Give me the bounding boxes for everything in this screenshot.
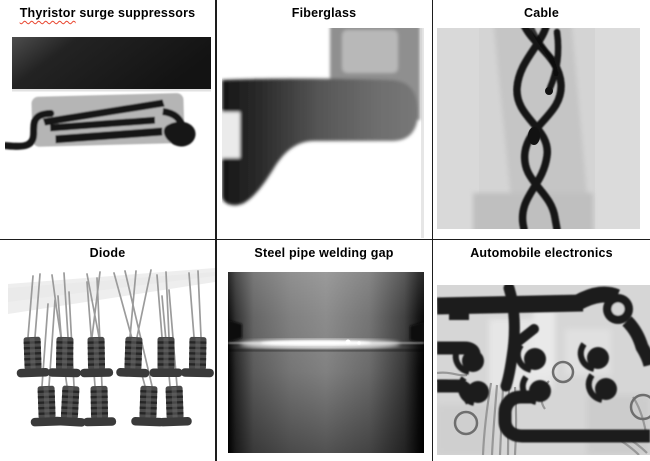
diode-xray-graphic xyxy=(8,268,215,429)
panel-title-thyristor-rest: surge suppressors xyxy=(75,6,196,20)
xray-image-thyristor xyxy=(5,35,211,160)
column-divider-1 xyxy=(215,0,217,461)
xray-image-automobile xyxy=(437,285,650,455)
panel-title-fiberglass: Fiberglass xyxy=(291,6,357,20)
panel-title-cable: Cable xyxy=(523,6,560,20)
panel-title-thyristor: Thyristor surge suppressors xyxy=(0,5,215,21)
xray-image-steel-pipe xyxy=(228,272,424,453)
fiberglass-xray-graphic xyxy=(222,28,424,238)
panel-title-diode: Diode xyxy=(89,246,126,260)
cable-xray-graphic xyxy=(437,28,640,229)
steel-pipe-xray-graphic xyxy=(228,272,424,453)
row-divider xyxy=(0,238,650,240)
panel-title-automobile: Automobile electronics xyxy=(470,246,613,260)
column-divider-2 xyxy=(431,0,433,461)
automobile-xray-graphic xyxy=(437,285,650,455)
spellcheck-flagged-word: Thyristor xyxy=(19,6,76,20)
thyristor-xray-graphic xyxy=(5,37,211,150)
xray-image-diode xyxy=(8,268,215,436)
xray-image-fiberglass xyxy=(222,28,424,238)
panel-title-steel-pipe: Steel pipe welding gap xyxy=(254,246,394,260)
xray-image-cable xyxy=(437,28,640,229)
